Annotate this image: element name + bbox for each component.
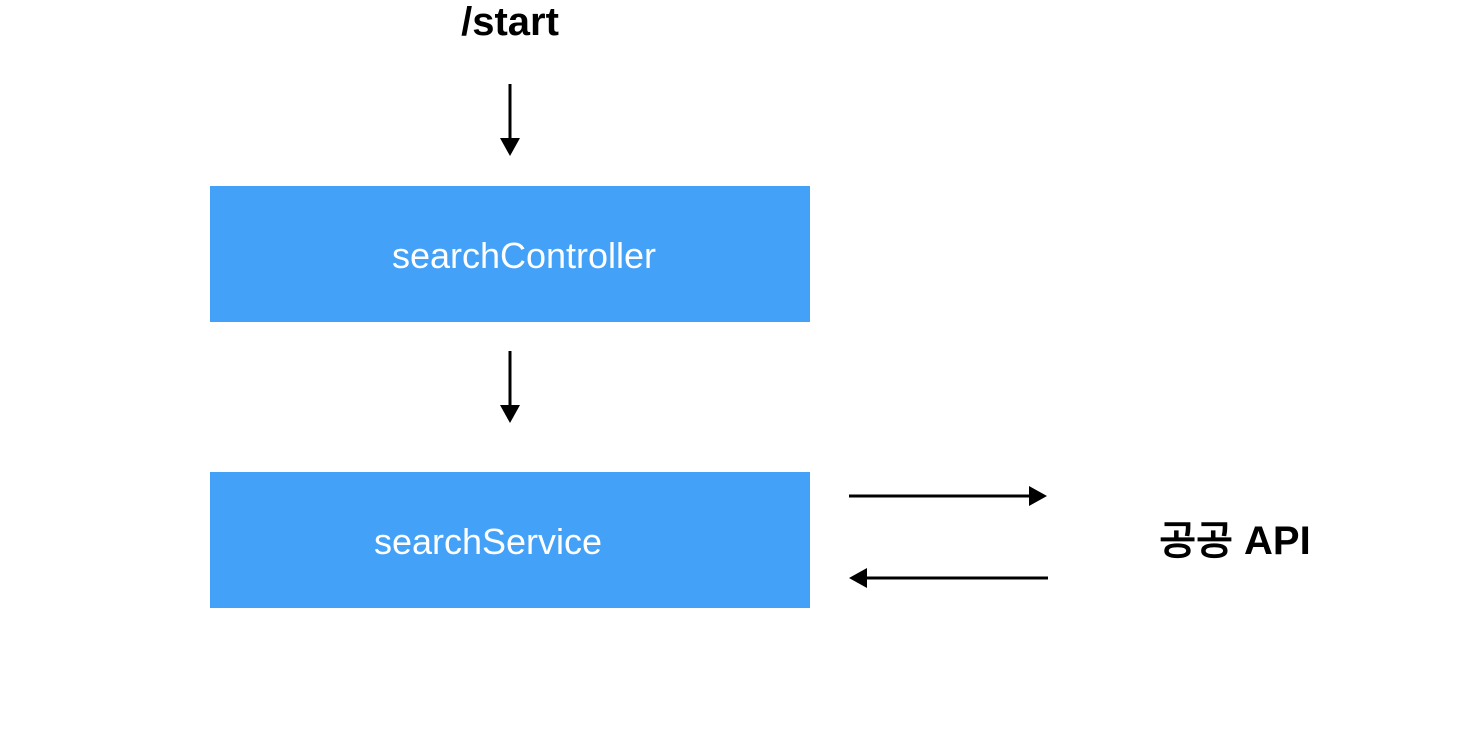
arrow-controller-to-service [500, 351, 520, 423]
arrow-service-to-api [849, 486, 1047, 506]
arrow-start-to-controller [500, 84, 520, 156]
public-api-label: 공공 API [1159, 519, 1311, 563]
search-service-node: searchService [210, 472, 810, 608]
search-service-label: searchService [373, 521, 603, 562]
search-controller-label: searchController [391, 235, 657, 276]
search-controller-node: searchController [210, 186, 810, 322]
arrow-api-to-service [849, 568, 1048, 588]
start-endpoint-label: /start [461, 0, 559, 44]
